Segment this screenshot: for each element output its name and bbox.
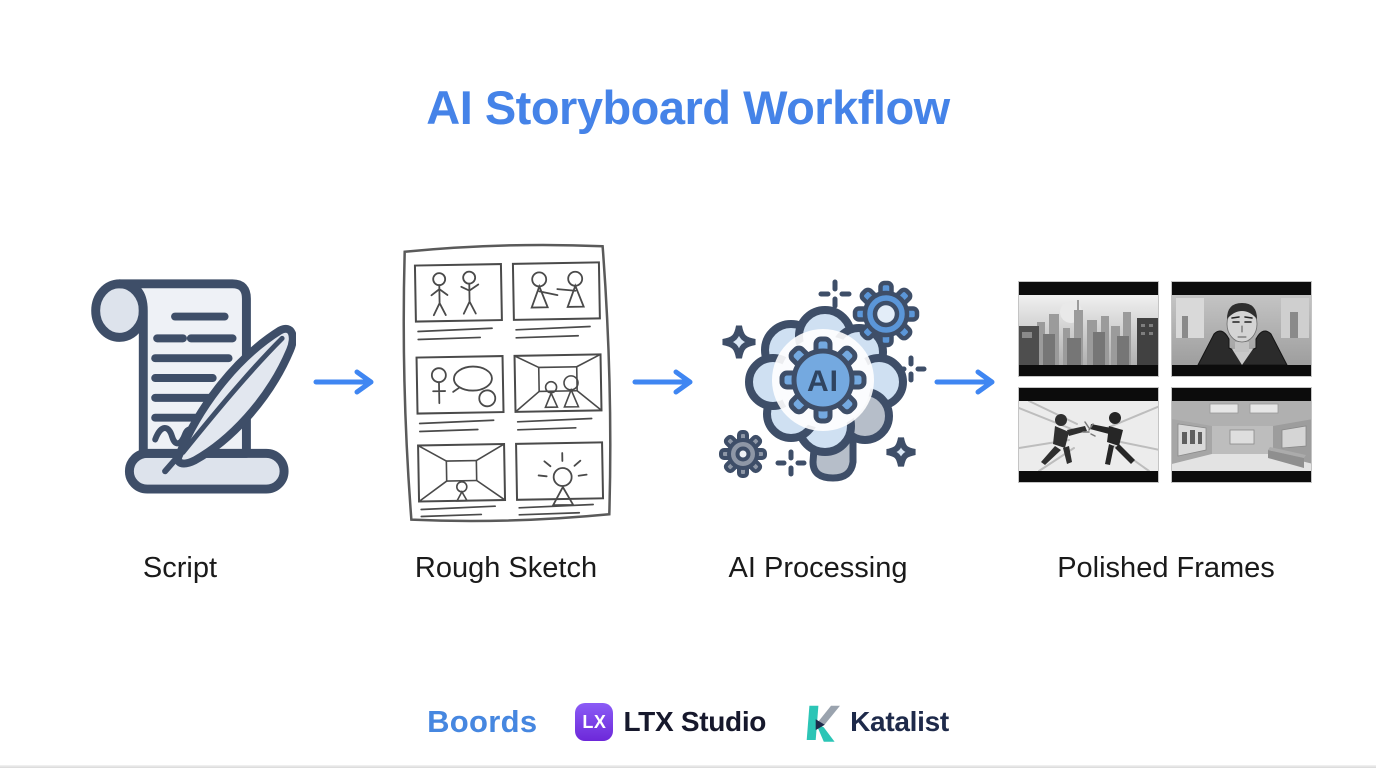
caption-scribbles	[417, 325, 594, 518]
sketch-panel-1	[413, 263, 503, 323]
storyboard-sketch-icon	[393, 238, 619, 533]
sparkle-star-top-left	[722, 325, 756, 359]
ltx-studio-logo: LX LTX Studio	[575, 703, 766, 741]
room-two-figures	[513, 353, 603, 413]
katalist-k-icon	[806, 705, 841, 742]
ai-brain-gears-icon: AI	[703, 266, 935, 503]
footer-logos: Boords LX LTX Studio Katalist	[0, 700, 1376, 744]
stage-label-rough-sketch: Rough Sketch	[414, 552, 598, 584]
sketch-page-outline	[402, 243, 612, 523]
character-closeup-frame	[1171, 281, 1312, 377]
ai-badge-text: AI	[807, 365, 839, 398]
stage-label-script: Script	[142, 552, 218, 584]
script-scroll-quill-icon	[58, 255, 297, 512]
stick-figure-speech-bubble	[430, 365, 497, 408]
boords-wordmark: Boords	[427, 704, 538, 739]
ltx-icon: LX	[575, 703, 614, 741]
page-title: AI Storyboard Workflow	[426, 81, 950, 134]
stage-label-polished-frames: Polished Frames	[1057, 552, 1275, 584]
sketch-panel-4	[513, 353, 603, 413]
quill-feather	[162, 325, 297, 475]
katalist-wordmark: Katalist	[850, 706, 949, 737]
stick-figures-standing	[430, 270, 480, 317]
sketch-panel-6	[515, 441, 605, 501]
sketch-panel-3	[415, 355, 505, 415]
flow-arrow-icon	[313, 369, 374, 395]
flow-arrow-icon	[934, 369, 995, 395]
gear-top-right	[852, 280, 920, 348]
script-text-lines	[151, 312, 237, 422]
idea-figure	[537, 452, 588, 507]
scroll-bottom-roll	[124, 448, 289, 494]
corridor-figure	[417, 443, 506, 503]
flow-arrow-icon	[632, 369, 693, 395]
bottom-edge-line	[0, 765, 1376, 768]
action-fight-frame	[1018, 387, 1159, 483]
polished-frames-icon	[1018, 281, 1312, 483]
city-skyline-frame	[1018, 281, 1159, 377]
interior-room-frame	[1171, 387, 1312, 483]
sketch-panel-2	[511, 261, 601, 321]
ltx-wordmark: LTX Studio	[623, 706, 767, 737]
stage-label-ai-processing: AI Processing	[728, 552, 908, 584]
gear-bottom-left	[719, 430, 767, 478]
sparkle-star-bottom-right	[886, 437, 916, 467]
stick-figures-talking	[530, 270, 586, 309]
katalist-logo: Katalist	[804, 700, 949, 744]
boords-logo: Boords	[427, 704, 537, 740]
ai-gear: AI	[779, 336, 867, 424]
plus-sparkles	[775, 279, 927, 477]
